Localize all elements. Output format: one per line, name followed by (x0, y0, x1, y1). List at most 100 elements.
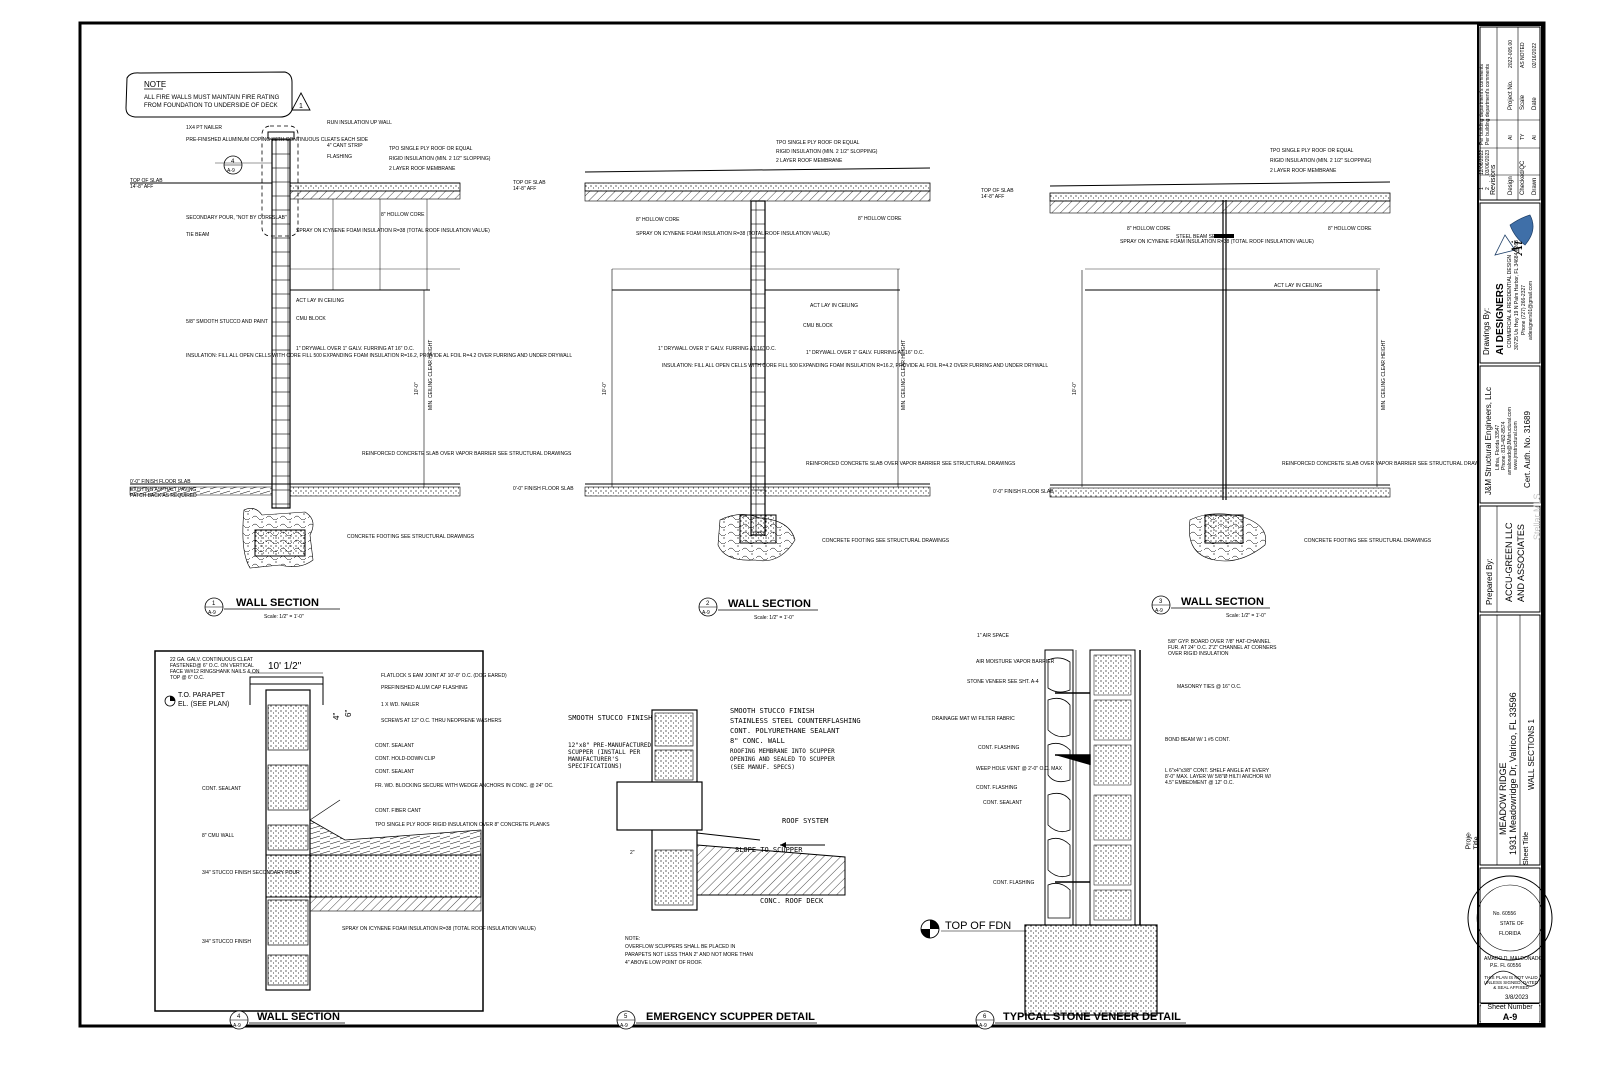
section-title: WALL SECTION (1181, 596, 1264, 608)
engineer-name: J&M Structural Engineers, LLc (1484, 387, 1493, 495)
note-line: OVERFLOW SCUPPERS SHALL BE PLACED IN (625, 944, 736, 950)
label: 4" CANT STRIP (327, 143, 363, 149)
sheet-title-label: Sheet Title (1523, 832, 1530, 865)
rev-date: 12/06/2022 (1479, 150, 1485, 175)
label: DRAINAGE MAT W/ FILTER FABRIC (932, 716, 1015, 722)
label: SPRAY ON ICYNENE FOAM INSULATION R=38 (T… (296, 228, 490, 234)
section-sheet: A-9 (233, 1023, 241, 1029)
label: CONT. SEALANT (983, 800, 1022, 806)
label: MASONRY TIES @ 16" O.C. (1177, 684, 1241, 690)
prepared-by-2: AND ASSOCIATES (1516, 524, 1526, 602)
label: 8" HOLLOW CORE (381, 212, 425, 218)
rev-no: 2 (1485, 187, 1491, 190)
label: 0'-0" FINISH FLOOR SLAB (513, 486, 574, 492)
section-number: 1 (212, 601, 216, 607)
seal-date: 3/8/2023 (1505, 995, 1529, 1001)
info-key: Date (1532, 97, 1538, 110)
label: CONT. FIBER CANT (375, 808, 421, 814)
engineer-addr: Lithia, Florida 33547 (1495, 424, 1501, 470)
label: PRE-FINISHED ALUMINUM COPING WITH CONTIN… (186, 137, 369, 143)
info-val: 02/16/2022 (1532, 43, 1538, 68)
seal-name: AMADO D. MALDONADO (1484, 956, 1542, 962)
label: WEEP HOLE VENT @ 2'-0" O.C. MAX (976, 766, 1063, 772)
label: TIE BEAM (186, 232, 209, 238)
label: CONT. POLYURETHANE SEALANT (730, 727, 840, 735)
label: CONT. SEALANT (375, 743, 414, 749)
dim-top: 10' 1/2" (268, 661, 302, 672)
sheet-number: A-9 (1502, 1012, 1518, 1022)
note-line-2: FROM FOUNDATION TO UNDERSIDE OF DECK (144, 103, 278, 109)
revisions-label: Revisions (1490, 164, 1497, 195)
section-scale: Scale: 1/2" = 1'-0" (1226, 613, 1266, 619)
label: PATCH BACK AS REQUIRED (130, 493, 197, 499)
label: 8" CMU WALL (202, 833, 234, 839)
label: 0'-0" FINISH FLOOR SLAB (130, 479, 191, 485)
section-number: 3 (1159, 599, 1163, 605)
section-sheet: A-9 (620, 1023, 628, 1029)
dim-label: 10'-0" (602, 382, 608, 395)
dim-label: MIN. CEILING CLEAR HEIGHT (901, 340, 907, 410)
label: SLOPE TO SCUPPER (735, 846, 803, 854)
label: SPRAY ON ICYNENE FOAM INSULATION R=38 (T… (1120, 239, 1314, 245)
label: 2 LAYER ROOF MEMBRANE (389, 166, 456, 172)
label: CMU BLOCK (296, 316, 326, 322)
shelf-angle-label: L 6"x4"x3/8" CONT. SHELF ANGLE AT EVERY … (1165, 768, 1272, 786)
section-sheet: A-9 (1155, 608, 1163, 614)
label: CONT. HOLD-DOWN CLIP (375, 756, 436, 762)
firm-phone: Phone (727) 266-2327 (1521, 285, 1527, 335)
label: AIR MOISTURE VAPOR BARRIER (976, 659, 1055, 665)
label: CONCRETE FOOTING SEE STRUCTURAL DRAWINGS (347, 534, 475, 540)
label: TPO SINGLE PLY ROOF OR EQUAL (389, 146, 473, 152)
rev-desc: Per building department's comments (1485, 64, 1491, 145)
label: SECONDARY POUR, "NOT BY CORESLAB" (186, 215, 287, 221)
label: STAINLESS STEEL COUNTERFLASHING (730, 717, 861, 725)
label: TPO SINGLE PLY ROOF OR EQUAL (776, 140, 860, 146)
dim-6: 6" (344, 710, 353, 717)
label: STEEL BEAM SEE PLAN (1176, 234, 1233, 240)
label: FLATLOCK S EAM JOINT AT 10'-0" O.C. (DOG… (381, 673, 507, 679)
firm-sub: COMMERCIAL & RESIDENTIAL DESIGN (1507, 255, 1513, 348)
label: 1" AIR SPACE (977, 633, 1010, 639)
project-label: Project Title (1465, 832, 1481, 850)
label: SPRAY ON ICYNENE FOAM INSULATION R=38 (T… (342, 926, 536, 932)
scupper-label: 12"x8" PRE-MANUFACTURED SCUPPER (INSTALL… (568, 742, 652, 770)
label: 1" DRYWALL OVER 1" GALV. FURRING AT 16" … (296, 346, 414, 352)
label: TOP OF SLAB (981, 188, 1014, 194)
label: STONE VENEER SEE SHT. A-4 (967, 679, 1039, 685)
label: CONC. ROOF DECK (760, 897, 824, 905)
label: 1 X WD. NAILER (381, 702, 419, 708)
label: CONT. SEALANT (375, 769, 414, 775)
label: CONT. FLASHING (978, 745, 1020, 751)
label: ACT LAY IN CEILING (810, 303, 858, 309)
section-sheet: A-9 (702, 610, 710, 616)
note-line: PARAPETS NOT LESS THAN 2" AND NOT MORE T… (625, 952, 753, 958)
wall-section-detail-4: 10' 1/2" 4" 6" T.O. PARAPET EL. (SEE PLA… (154, 650, 554, 1030)
label: RIGID INSULATION (MIN. 2 1/2" SLOPPING) (776, 149, 878, 155)
seal-pe: P.E. FL 60556 (1490, 963, 1521, 969)
label: FR. WD. BLOCKING SECURE WITH WEDGE ANCHO… (375, 783, 554, 789)
info-val: AI (1532, 135, 1538, 140)
note-line-1: ALL FIRE WALLS MUST MAINTAIN FIRE RATING (144, 95, 280, 101)
label: CONT. SEALANT (202, 786, 241, 792)
label: 1X4 PT NAILER (186, 125, 222, 131)
section-number: 2 (706, 601, 710, 607)
label: 8" HOLLOW CORE (858, 216, 902, 222)
label: 14'-8" AFF (981, 194, 1004, 200)
wall-section-2: TOP OF SLAB 14'-8" AFF 8" HOLLOW CORE SP… (513, 140, 1048, 621)
info-key: Drawn (1532, 178, 1538, 195)
label: 8" HOLLOW CORE (1127, 226, 1171, 232)
title-block: Revisions 1 12/06/2022 Per building depa… (1465, 24, 1553, 1025)
label: TOP OF SLAB (130, 178, 163, 184)
dim-label: MIN. CEILING CLEAR HEIGHT (428, 340, 434, 410)
section-number: 5 (624, 1014, 628, 1020)
engineer-cert: Cert. Auth. No. 31689 (1523, 411, 1532, 488)
rev-no: 1 (1479, 187, 1485, 190)
section-title: WALL SECTION (257, 1011, 340, 1023)
dim-4: 4" (332, 713, 341, 720)
info-key: Scale (1520, 94, 1526, 110)
section-scale: Scale: 1/2" = 1'-0" (264, 614, 304, 620)
parapet-el: EL. (SEE PLAN) (178, 701, 229, 708)
note-line: 4" ABOVE LOW POINT OF ROOF. (625, 960, 702, 966)
label: 3/4" STUCCO FINISH SECONDARY POUR (202, 870, 300, 876)
